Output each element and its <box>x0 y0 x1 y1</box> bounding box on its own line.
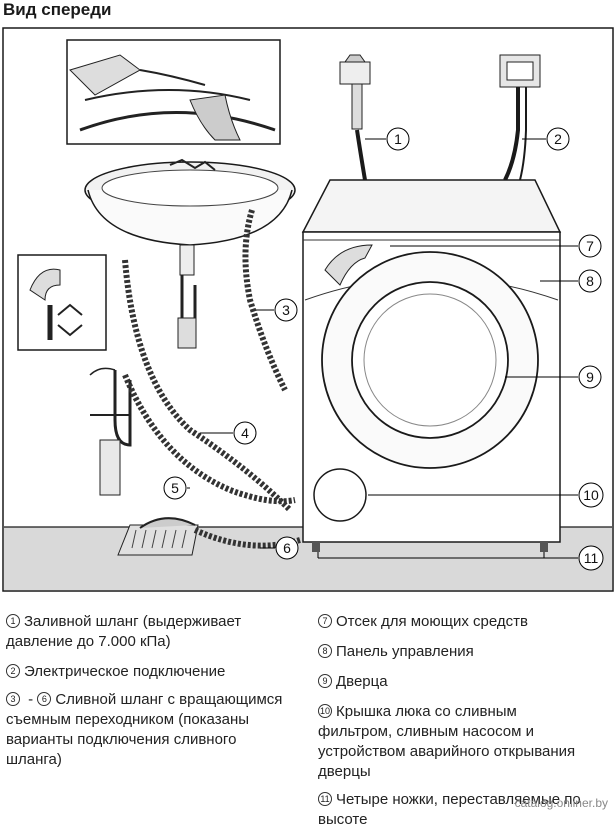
legend-text: Крышка люка со сливным фильтром, сливным… <box>318 703 576 780</box>
swivel-detail-inset <box>17 254 107 351</box>
legend-text: Электрическое подключение <box>24 663 226 680</box>
svg-text:3: 3 <box>282 302 290 318</box>
svg-text:2: 2 <box>554 131 562 147</box>
legend-text: Сливной шланг с вращающимся съемным пере… <box>6 691 283 768</box>
watermark: catalog.onliner.by <box>514 796 608 810</box>
legend-item-2: 2 Электрическое подключение <box>6 662 281 682</box>
legend-number: 9 <box>318 674 332 688</box>
legend-number: 6 <box>37 692 52 706</box>
callout-6: 6 <box>260 536 299 560</box>
callout-9: 9 <box>505 365 602 389</box>
svg-text:5: 5 <box>171 480 179 496</box>
sink <box>84 158 296 349</box>
drain-hose-long <box>122 259 293 513</box>
legend-item-9: 9 Дверца <box>318 672 608 692</box>
water-tap <box>339 54 371 181</box>
svg-text:6: 6 <box>283 540 291 556</box>
callout-10: 10 <box>368 482 604 508</box>
legend-number: 11 <box>318 792 332 806</box>
wall-drain-pipe <box>17 254 132 496</box>
legend-item-7: 7 Отсек для моющих средств <box>318 612 608 632</box>
page-title: Вид спереди <box>3 0 112 19</box>
legend-text: Дверца <box>336 673 388 690</box>
svg-text:11: 11 <box>584 550 599 566</box>
svg-text:10: 10 <box>583 487 599 503</box>
callouts: 1 2 3 4 5 6 7 8 9 10 11 <box>163 127 604 571</box>
legend-item-8: 8 Панель управления <box>318 642 608 662</box>
callout-4: 4 <box>200 421 257 445</box>
svg-text:4: 4 <box>241 425 249 441</box>
drain-hose-sink <box>242 209 288 392</box>
legend-number: 8 <box>318 644 332 658</box>
washer-front-view-diagram: 1 2 3 4 5 6 7 8 9 10 11 <box>2 27 614 592</box>
legend-text: Отсек для моющих средств <box>336 613 528 630</box>
legend-number: 2 <box>6 664 20 678</box>
legend-text: Заливной шланг (выдерживает давление до … <box>6 613 242 650</box>
svg-text:9: 9 <box>586 369 594 385</box>
callout-11: 11 <box>317 545 604 571</box>
power-socket <box>499 54 541 181</box>
callout-3: 3 <box>256 298 298 322</box>
legend-number: 10 <box>318 704 332 718</box>
callout-5: 5 <box>163 476 190 500</box>
callout-1: 1 <box>365 127 410 151</box>
callout-2: 2 <box>522 127 570 151</box>
callout-7: 7 <box>390 234 602 258</box>
legend-number: 7 <box>318 614 332 628</box>
legend-number: 1 <box>6 614 20 628</box>
legend-text: Панель управления <box>336 643 474 660</box>
svg-text:8: 8 <box>586 273 594 289</box>
washing-machine <box>301 179 562 552</box>
faucet-detail-inset <box>66 39 281 145</box>
diagram-frame <box>2 27 614 592</box>
drain-hose-wall <box>122 373 296 505</box>
svg-text:7: 7 <box>586 238 594 254</box>
callout-8: 8 <box>540 269 602 293</box>
floor-drain <box>117 517 199 556</box>
legend-number: 3 <box>6 692 20 706</box>
svg-text:1: 1 <box>394 131 402 147</box>
legend-text: Четыре ножки, переставляемые по высоте <box>318 791 581 828</box>
